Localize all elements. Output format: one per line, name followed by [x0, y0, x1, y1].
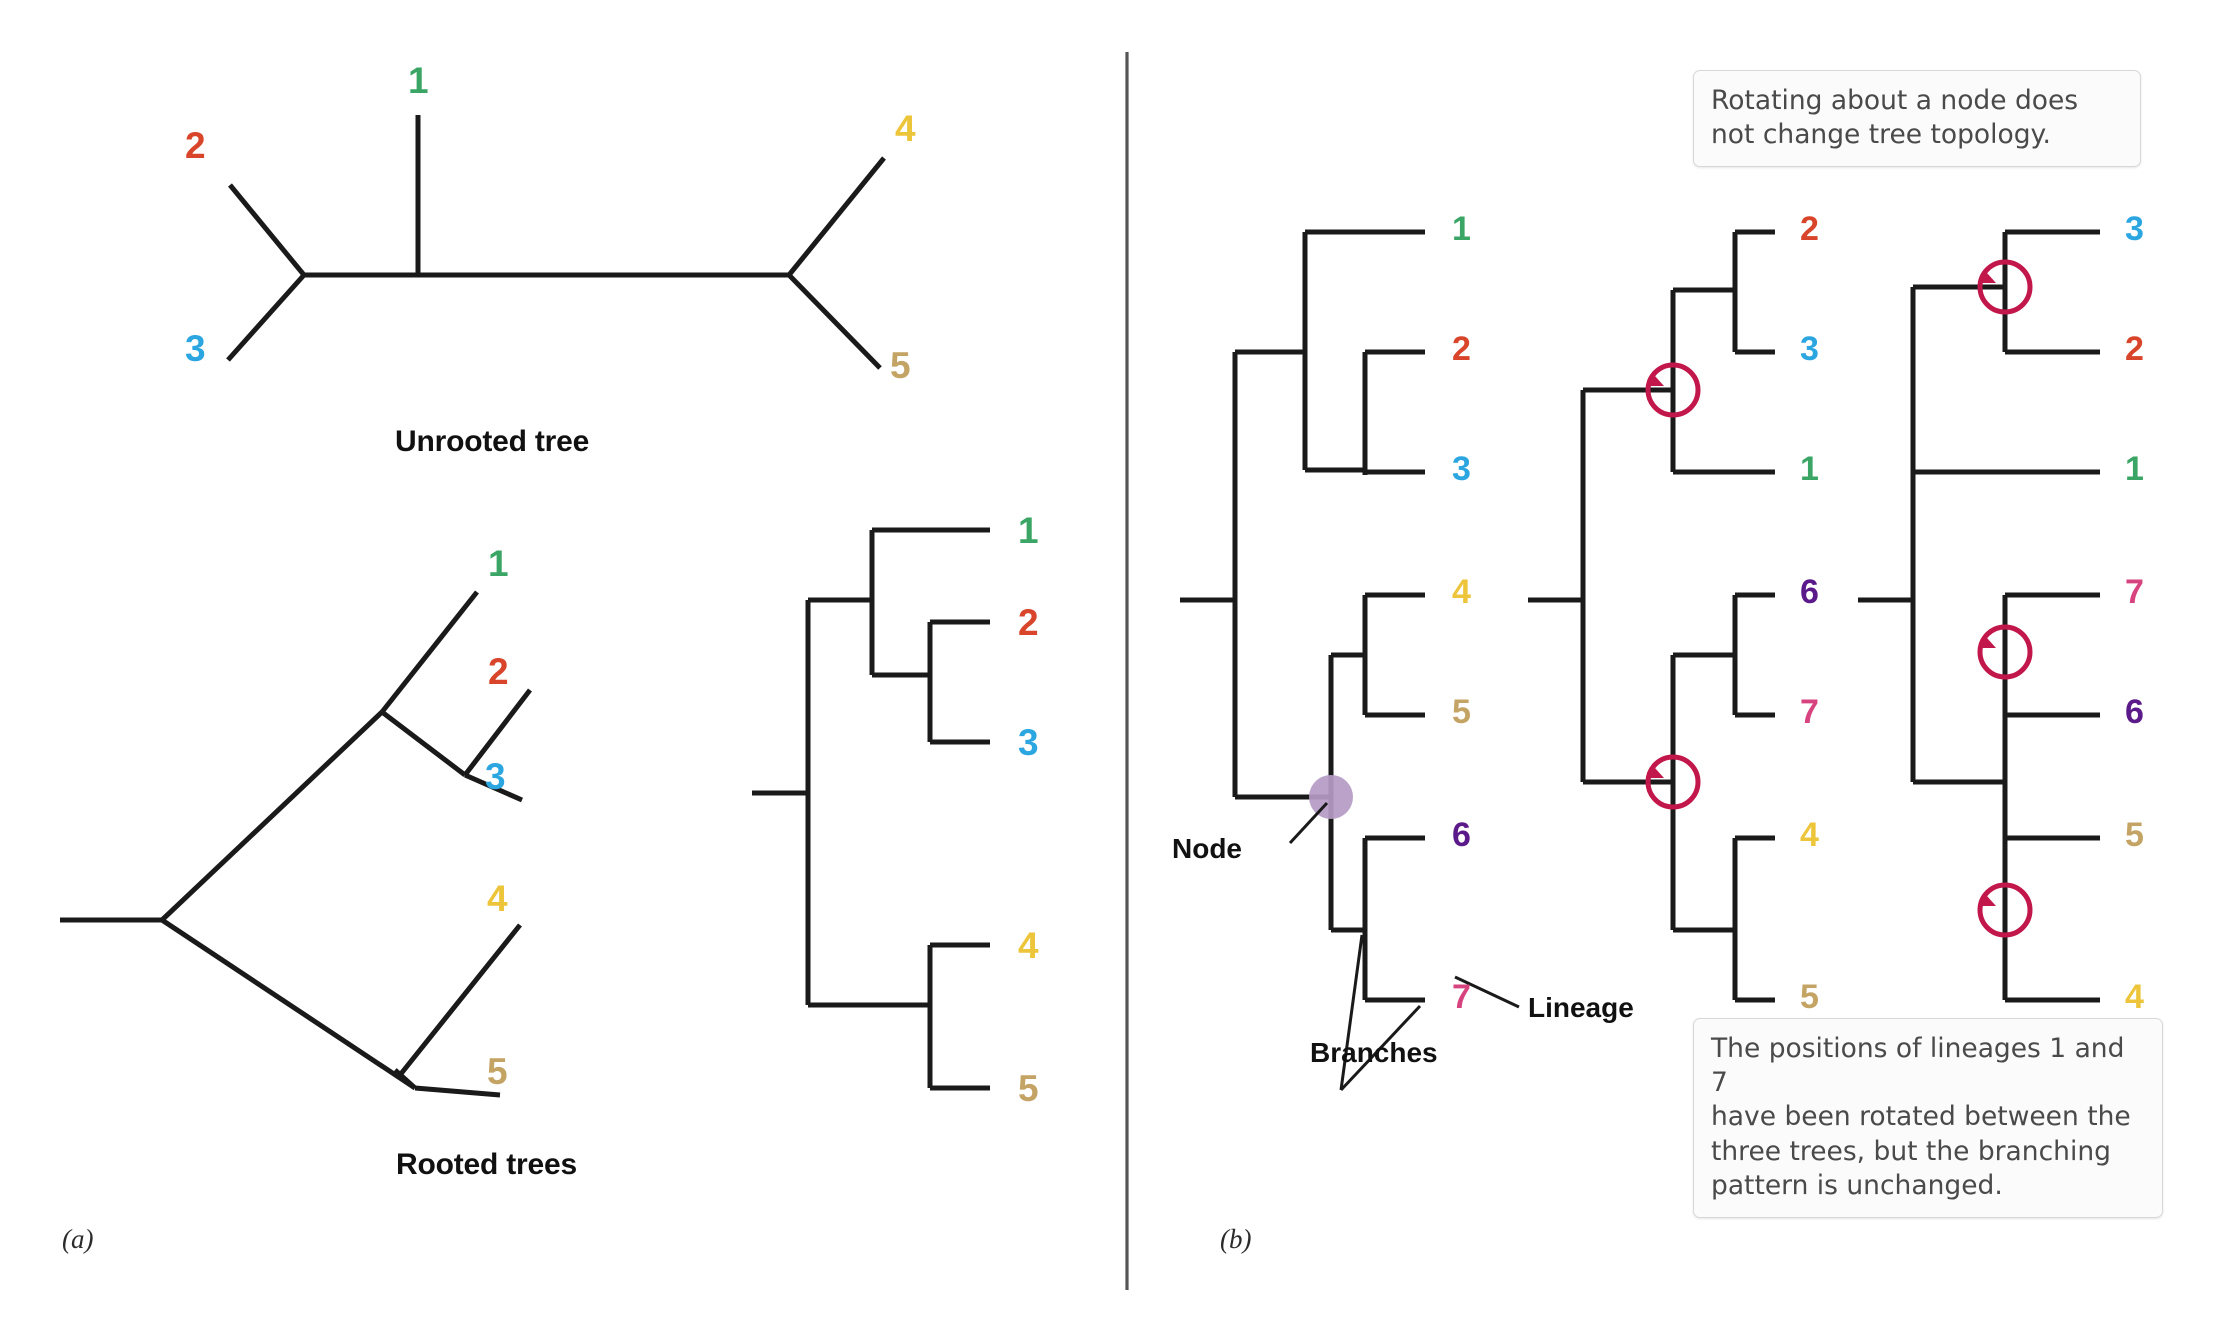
- unrooted-tip-label-3: 3: [185, 328, 206, 369]
- rect-tip-label-3: 3: [1018, 722, 1039, 763]
- rect-tip-label-4: 4: [1018, 925, 1039, 966]
- rect-tip-label-1: 1: [1018, 510, 1039, 551]
- callout-lineage-positions: The positions of lineages 1 and 7 have b…: [1693, 1018, 2163, 1218]
- lineage-leader-line: [1454, 975, 1520, 1009]
- b-tree2-tip-label-7: 7: [1800, 693, 1819, 731]
- slanted-tip-label-2: 2: [488, 651, 509, 692]
- rotate-icon: [1977, 882, 2033, 938]
- rooted-trees-caption: Rooted trees: [396, 1148, 577, 1181]
- b-tree3-tip-label-5: 5: [2125, 816, 2144, 854]
- b-tree3-tip-label-3: 3: [2125, 210, 2144, 248]
- node-leader-line: [1288, 801, 1329, 845]
- annotation-leader-lines: [1288, 801, 1520, 1092]
- branches-annotation-label: Branches: [1310, 1037, 1438, 1068]
- node-marker-dot: [1309, 775, 1353, 819]
- b-tree2-tip-label-1: 1: [1800, 450, 1819, 488]
- b-tree1-tip-label-6: 6: [1452, 816, 1471, 854]
- b-tree1-tip-label-2: 2: [1452, 330, 1471, 368]
- callout-rotation-topology: Rotating about a node does not change tr…: [1693, 70, 2141, 168]
- rooted-slanted-tree-branches: [60, 590, 532, 1098]
- b-tree2-tip-label-2: 2: [1800, 210, 1819, 248]
- slanted-tip-label-4: 4: [487, 878, 508, 919]
- b-tree2-tip-label-4: 4: [1800, 816, 1819, 854]
- rotation-markers-group: [1645, 259, 2033, 938]
- panel-label-a: (a): [62, 1224, 94, 1254]
- b-tree1-tip-label-7: 7: [1452, 978, 1471, 1016]
- unrooted-tree-caption: Unrooted tree: [395, 425, 590, 458]
- panel-b-tree-3-branches: [1858, 229, 2100, 1003]
- rotate-icon: [1645, 754, 1701, 810]
- b-tree3-tip-label-7: 7: [2125, 573, 2144, 611]
- lineage-annotation-label: Lineage: [1528, 992, 1634, 1023]
- b-tree3-tip-label-1: 1: [2125, 450, 2144, 488]
- branches-leader-line-1: [1339, 934, 1364, 1091]
- slanted-tip-label-5: 5: [487, 1051, 508, 1092]
- rect-tip-label-2: 2: [1018, 602, 1039, 643]
- unrooted-tip-label-1: 1: [408, 60, 429, 101]
- panel-b-tree-2-branches: [1528, 229, 1775, 1003]
- node-annotation-label: Node: [1172, 833, 1242, 864]
- rotate-icon: [1977, 259, 2033, 315]
- b-tree1-tip-label-4: 4: [1452, 573, 1471, 611]
- b-tree1-tip-label-3: 3: [1452, 450, 1471, 488]
- b-tree1-tip-label-1: 1: [1452, 210, 1471, 248]
- b-tree2-tip-label-3: 3: [1800, 330, 1819, 368]
- b-tree2-tip-label-5: 5: [1800, 978, 1819, 1016]
- b-tree2-tip-label-6: 6: [1800, 573, 1819, 611]
- unrooted-tip-label-2: 2: [185, 125, 206, 166]
- b-tree1-tip-label-5: 5: [1452, 693, 1471, 731]
- slanted-tip-label-1: 1: [488, 543, 509, 584]
- panel-label-b: (b): [1220, 1224, 1252, 1254]
- slanted-tip-label-3: 3: [485, 756, 506, 797]
- b-tree3-tip-label-2: 2: [2125, 330, 2144, 368]
- b-tree3-tip-label-6: 6: [2125, 693, 2144, 731]
- rooted-rectangular-tree-branches: [752, 527, 990, 1091]
- rotate-icon: [1645, 362, 1701, 418]
- unrooted-tree-branches: [226, 115, 886, 370]
- b-tree3-tip-label-4: 4: [2125, 978, 2144, 1016]
- rect-tip-label-5: 5: [1018, 1068, 1039, 1109]
- unrooted-tip-label-5: 5: [890, 345, 911, 386]
- panel-b-tree-1-branches: [1180, 229, 1425, 1003]
- rotate-icon: [1977, 624, 2033, 680]
- unrooted-tip-label-4: 4: [895, 108, 916, 149]
- branches-leader-line-2: [1339, 1004, 1422, 1092]
